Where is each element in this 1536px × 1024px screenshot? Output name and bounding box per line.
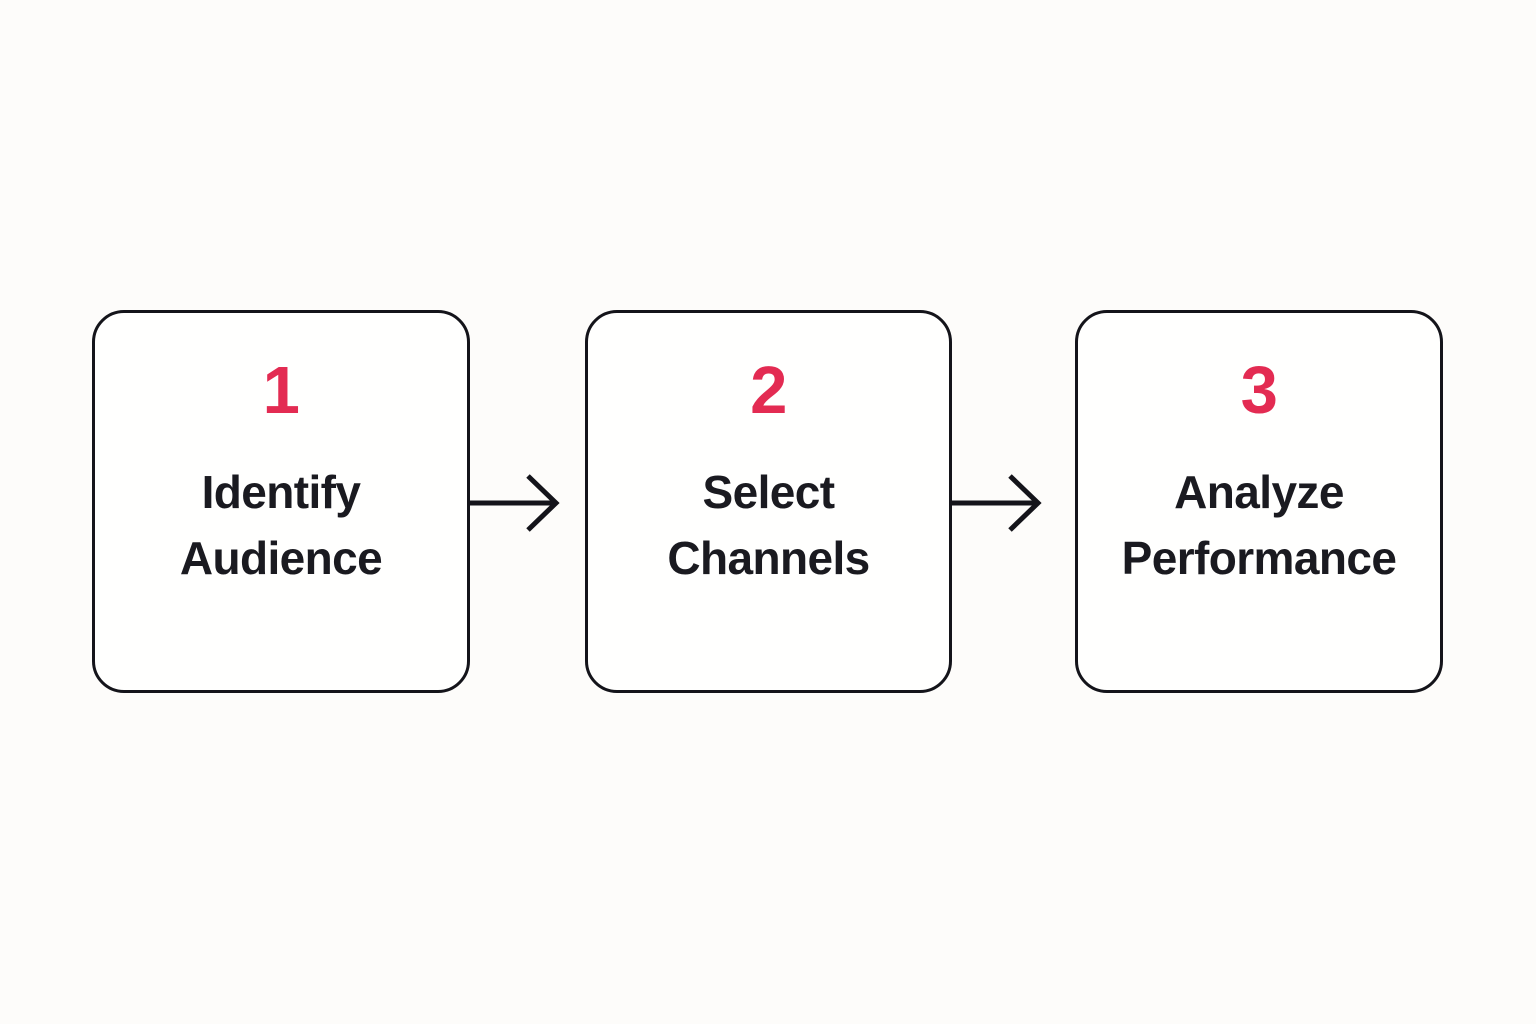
step-number-3: 3 <box>1240 353 1278 428</box>
arrow-right-icon <box>952 474 1042 532</box>
step-card-2[interactable]: 2 Select Channels <box>585 310 952 693</box>
step-number-1: 1 <box>262 353 300 428</box>
arrow-right-icon <box>470 474 560 532</box>
step-label-1: Identify Audience <box>179 466 383 584</box>
step-label-2: Select Channels <box>667 466 870 584</box>
step-number-2: 2 <box>750 353 787 428</box>
step-card-3[interactable]: 3 Analyze Performance <box>1075 310 1443 693</box>
arrow-step1-to-step2 <box>470 468 562 538</box>
step-label-3: Analyze Performance <box>1121 466 1397 584</box>
arrow-step2-to-step3 <box>952 468 1044 538</box>
step-card-1[interactable]: 1 Identify Audience <box>92 310 470 693</box>
